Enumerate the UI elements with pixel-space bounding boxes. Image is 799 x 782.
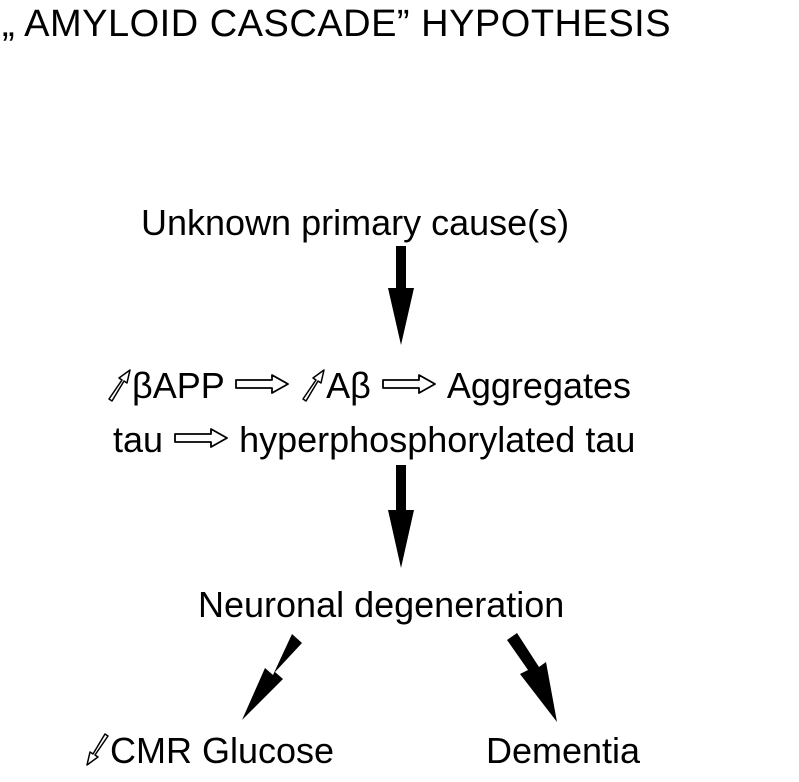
- abeta-label: Aβ: [326, 365, 371, 406]
- hyperphosphorylated-tau-label: hyperphosphorylated tau: [239, 419, 636, 460]
- aggregates-label: Aggregates: [446, 365, 632, 406]
- decrease-arrow-icon: [86, 733, 109, 766]
- increase-arrow-icon: [108, 369, 131, 402]
- hollow-arrow-icon: [381, 374, 436, 394]
- node-cmr-glucose: CMR Glucose: [84, 733, 334, 769]
- hollow-arrow-icon: [235, 374, 290, 394]
- bapp-label: βAPP: [132, 365, 225, 406]
- node-row-bapp: βAPP Aβ Aggregates: [106, 368, 631, 404]
- increase-arrow-icon: [302, 369, 325, 402]
- arrow-cascade-to-degeneration: [388, 465, 414, 568]
- node-dementia: Dementia: [486, 730, 641, 771]
- diagram-title: „ AMYLOID CASCADE” HYPOTHESIS: [2, 3, 672, 45]
- arrow-cause-to-cascade: [388, 246, 414, 345]
- cmr-glucose-label: CMR Glucose: [110, 730, 335, 771]
- tau-label: tau: [113, 419, 164, 460]
- node-primary-cause: Unknown primary cause(s): [141, 202, 570, 243]
- node-row-tau: tau hyperphosphorylated tau: [113, 422, 635, 458]
- node-neuronal-degeneration: Neuronal degeneration: [198, 584, 565, 625]
- arrow-degeneration-to-dementia: [507, 633, 557, 722]
- arrow-degeneration-to-cmr: [242, 634, 302, 720]
- hollow-arrow-icon: [174, 428, 228, 448]
